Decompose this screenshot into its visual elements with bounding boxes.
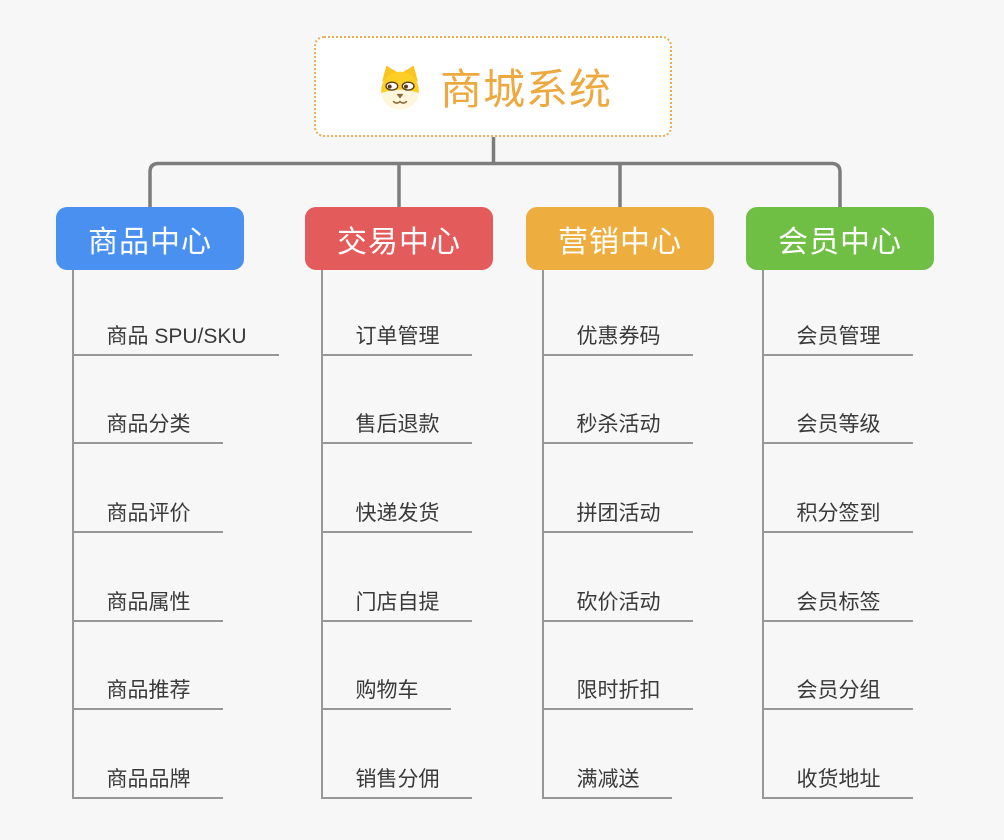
branch-item[interactable]: 订单管理 (321, 324, 472, 356)
branch-item[interactable]: 销售分佣 (321, 767, 472, 799)
branch-item[interactable]: 优惠券码 (542, 324, 693, 356)
branch-item[interactable]: 会员标签 (762, 590, 913, 622)
branch-item[interactable]: 积分签到 (762, 501, 913, 533)
branch-item[interactable]: 购物车 (321, 678, 451, 711)
branch-node-member[interactable]: 会员中心 (746, 207, 934, 270)
dog-icon (381, 65, 419, 109)
branch-item[interactable]: 快递发货 (321, 501, 472, 533)
root-title: 商城系统 (439, 66, 612, 113)
branch-trunk-trade (320, 270, 323, 799)
branch-item[interactable]: 商品 SPU/SKU (72, 324, 279, 356)
branch-item[interactable]: 收货地址 (762, 767, 913, 799)
branch-item[interactable]: 商品品牌 (72, 767, 223, 799)
branch-item[interactable]: 限时折扣 (542, 678, 693, 711)
branch-node-trade[interactable]: 交易中心 (305, 207, 493, 270)
branch-item[interactable]: 秒杀活动 (542, 412, 693, 445)
branch-item[interactable]: 商品评价 (72, 501, 223, 533)
branch-item[interactable]: 砍价活动 (542, 590, 693, 622)
branch-node-product[interactable]: 商品中心 (56, 207, 244, 270)
connector-bus (148, 161, 842, 207)
root-node[interactable]: 商城系统 (314, 36, 672, 137)
branch-item[interactable]: 会员管理 (762, 324, 913, 356)
branch-item[interactable]: 商品推荐 (72, 678, 223, 711)
branch-trunk-member (761, 270, 764, 799)
branch-item[interactable]: 商品属性 (72, 590, 223, 622)
branch-item[interactable]: 商品分类 (72, 412, 223, 445)
branch-item[interactable]: 拼团活动 (542, 501, 693, 533)
branch-item[interactable]: 满减送 (542, 767, 672, 799)
branch-item[interactable]: 会员等级 (762, 412, 913, 445)
branch-trunk-product (71, 270, 74, 799)
branch-item[interactable]: 门店自提 (321, 590, 472, 622)
branch-item[interactable]: 会员分组 (762, 678, 913, 711)
branch-item[interactable]: 售后退款 (321, 412, 472, 445)
branch-trunk-marketing (541, 270, 544, 799)
branch-node-marketing[interactable]: 营销中心 (526, 207, 714, 270)
